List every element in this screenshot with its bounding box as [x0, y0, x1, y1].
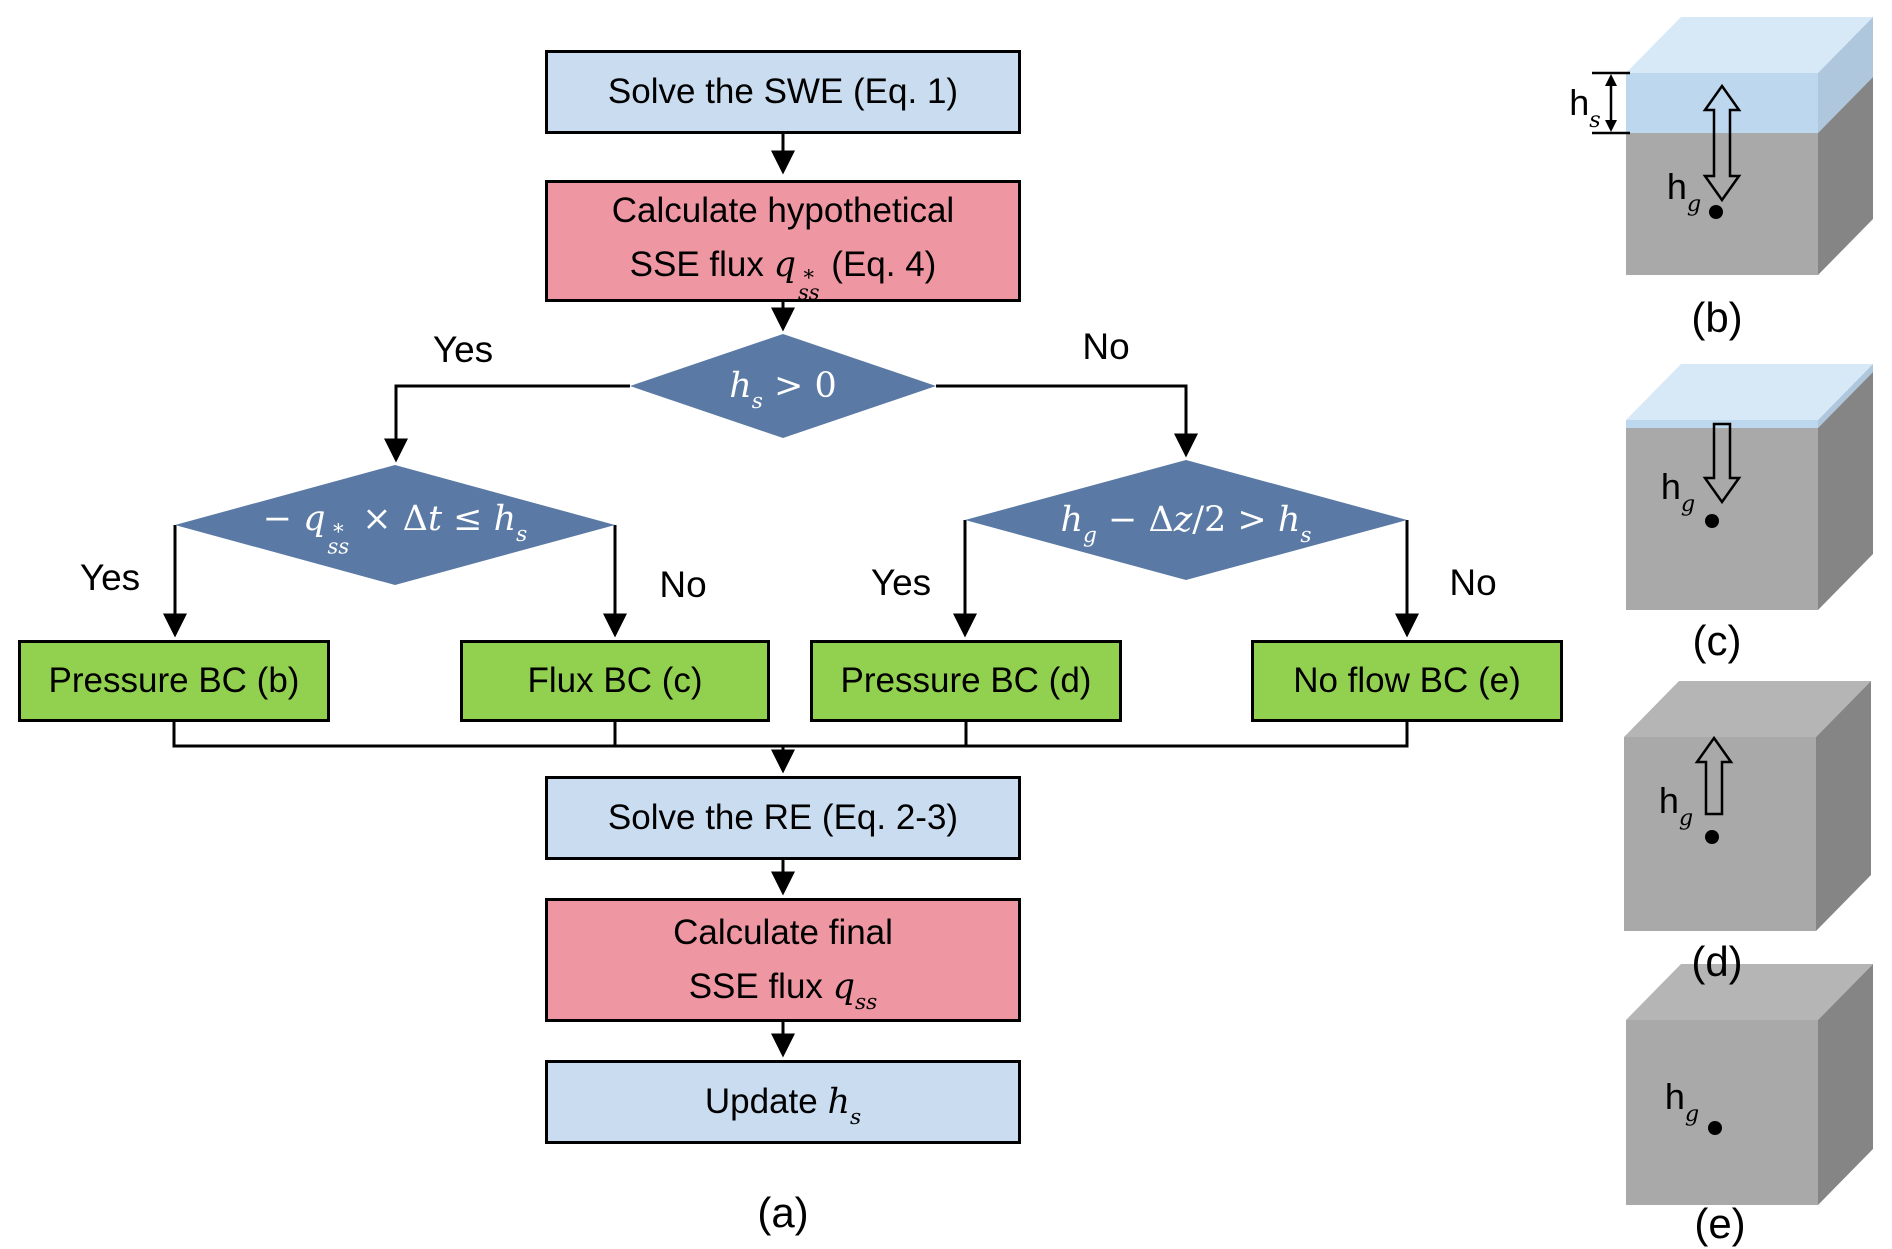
grid-node-dot	[1705, 514, 1719, 528]
branch-label-no-1: No	[1082, 326, 1130, 367]
branch-label-yes-3: Yes	[870, 562, 932, 603]
grid-node-dot	[1709, 205, 1723, 219]
node-no-flow-bc-e: No flow BC (e)	[1251, 640, 1563, 722]
hg-variable-label: hg	[1660, 466, 1696, 517]
node-update-hs-label: Update hs	[704, 1082, 862, 1131]
panel-label-d: (d)	[1691, 938, 1743, 985]
node-calc-final-line1: Calculate final	[673, 912, 893, 952]
cube-c-illustration	[1626, 364, 1873, 610]
panel-label-c: (c)	[1692, 617, 1742, 664]
decision-hg-vs-hs-label: hg − Δz/2 > hs	[1060, 500, 1312, 549]
node-pressure-bc-b: Pressure BC (b)	[18, 640, 330, 722]
cube-d-front-soil	[1624, 737, 1816, 931]
cube-b-top-face	[1626, 17, 1873, 73]
node-flux-bc-c-label: Flux BC (c)	[527, 661, 703, 700]
down-flux-arrow-icon	[1702, 422, 1742, 505]
node-pressure-bc-d-label: Pressure BC (d)	[840, 661, 1092, 700]
panel-label-a: (a)	[757, 1189, 809, 1236]
cube-b-side-soil	[1818, 77, 1873, 275]
node-pressure-bc-d: Pressure BC (d)	[810, 640, 1122, 722]
hg-variable-label: hg	[1658, 780, 1694, 831]
up-flux-arrow-icon	[1694, 735, 1734, 816]
cube-c-side-soil	[1818, 372, 1873, 610]
cube-c-top-face	[1626, 364, 1873, 420]
node-calc-hypothetical-line2: SSE flux q∗ss (Eq. 4)	[629, 245, 937, 305]
branch-label-yes-1: Yes	[432, 329, 494, 370]
grid-node-dot	[1708, 1121, 1722, 1135]
branch-label-no-3: No	[1449, 562, 1497, 603]
cube-d-top-face	[1624, 681, 1871, 737]
branch-label-yes-2: Yes	[79, 557, 141, 598]
cube-b-illustration	[1592, 17, 1873, 275]
node-solve-re-label: Solve the RE (Eq. 2-3)	[607, 798, 959, 837]
node-solve-swe: Solve the SWE (Eq. 1)	[545, 50, 1021, 134]
node-calc-hypothetical-flux: Calculate hypothetical SSE flux q∗ss (Eq…	[545, 180, 1021, 305]
cube-d-side-soil	[1816, 681, 1871, 931]
decision-flux-vs-hs-label: − q∗ss × Δt ≤ hs	[262, 498, 528, 559]
cube-e-side-soil	[1818, 964, 1873, 1205]
node-calc-hypothetical-line1: Calculate hypothetical	[611, 190, 955, 230]
node-solve-swe-label: Solve the SWE (Eq. 1)	[607, 72, 959, 111]
double-headed-flux-arrow-icon	[1702, 83, 1742, 203]
cube-d-illustration	[1624, 681, 1871, 931]
cube-b-front-water	[1626, 73, 1818, 133]
decision-hs-positive-label: hs > 0	[729, 366, 837, 415]
hs-measure-bracket	[1592, 71, 1630, 135]
node-calc-final-flux: Calculate final SSE flux qss	[545, 898, 1021, 1022]
node-solve-re: Solve the RE (Eq. 2-3)	[545, 776, 1021, 860]
hs-variable-label: hs	[1569, 82, 1601, 133]
node-flux-bc-c: Flux BC (c)	[460, 640, 770, 722]
node-no-flow-bc-e-label: No flow BC (e)	[1293, 661, 1521, 700]
cube-b-side-water	[1818, 17, 1873, 133]
cube-b-front-soil	[1626, 133, 1818, 275]
node-update-hs: Update hs	[545, 1060, 1021, 1144]
node-calc-final-line2: SSE flux qss	[688, 967, 878, 1016]
hg-variable-label: hg	[1666, 166, 1702, 217]
arrow-decision1-no	[936, 384, 1198, 458]
cube-e-illustration	[1626, 964, 1873, 1205]
hg-variable-label: hg	[1664, 1076, 1700, 1127]
hs-measure-arrow-down	[1605, 120, 1617, 132]
cube-c-front-soil	[1626, 428, 1818, 610]
arrow-decision1-yes	[384, 384, 630, 463]
cube-e-top-face	[1626, 964, 1873, 1020]
flow-connectors	[163, 134, 1419, 1058]
cube-e-front-soil	[1626, 1020, 1818, 1205]
cube-c-side-water	[1818, 364, 1873, 428]
branch-label-no-2: No	[659, 564, 707, 605]
node-pressure-bc-b-label: Pressure BC (b)	[48, 661, 300, 700]
hs-measure-arrow-up	[1605, 74, 1617, 86]
panel-label-e: (e)	[1694, 1200, 1746, 1247]
panel-label-b: (b)	[1691, 294, 1743, 341]
grid-node-dot	[1705, 830, 1719, 844]
